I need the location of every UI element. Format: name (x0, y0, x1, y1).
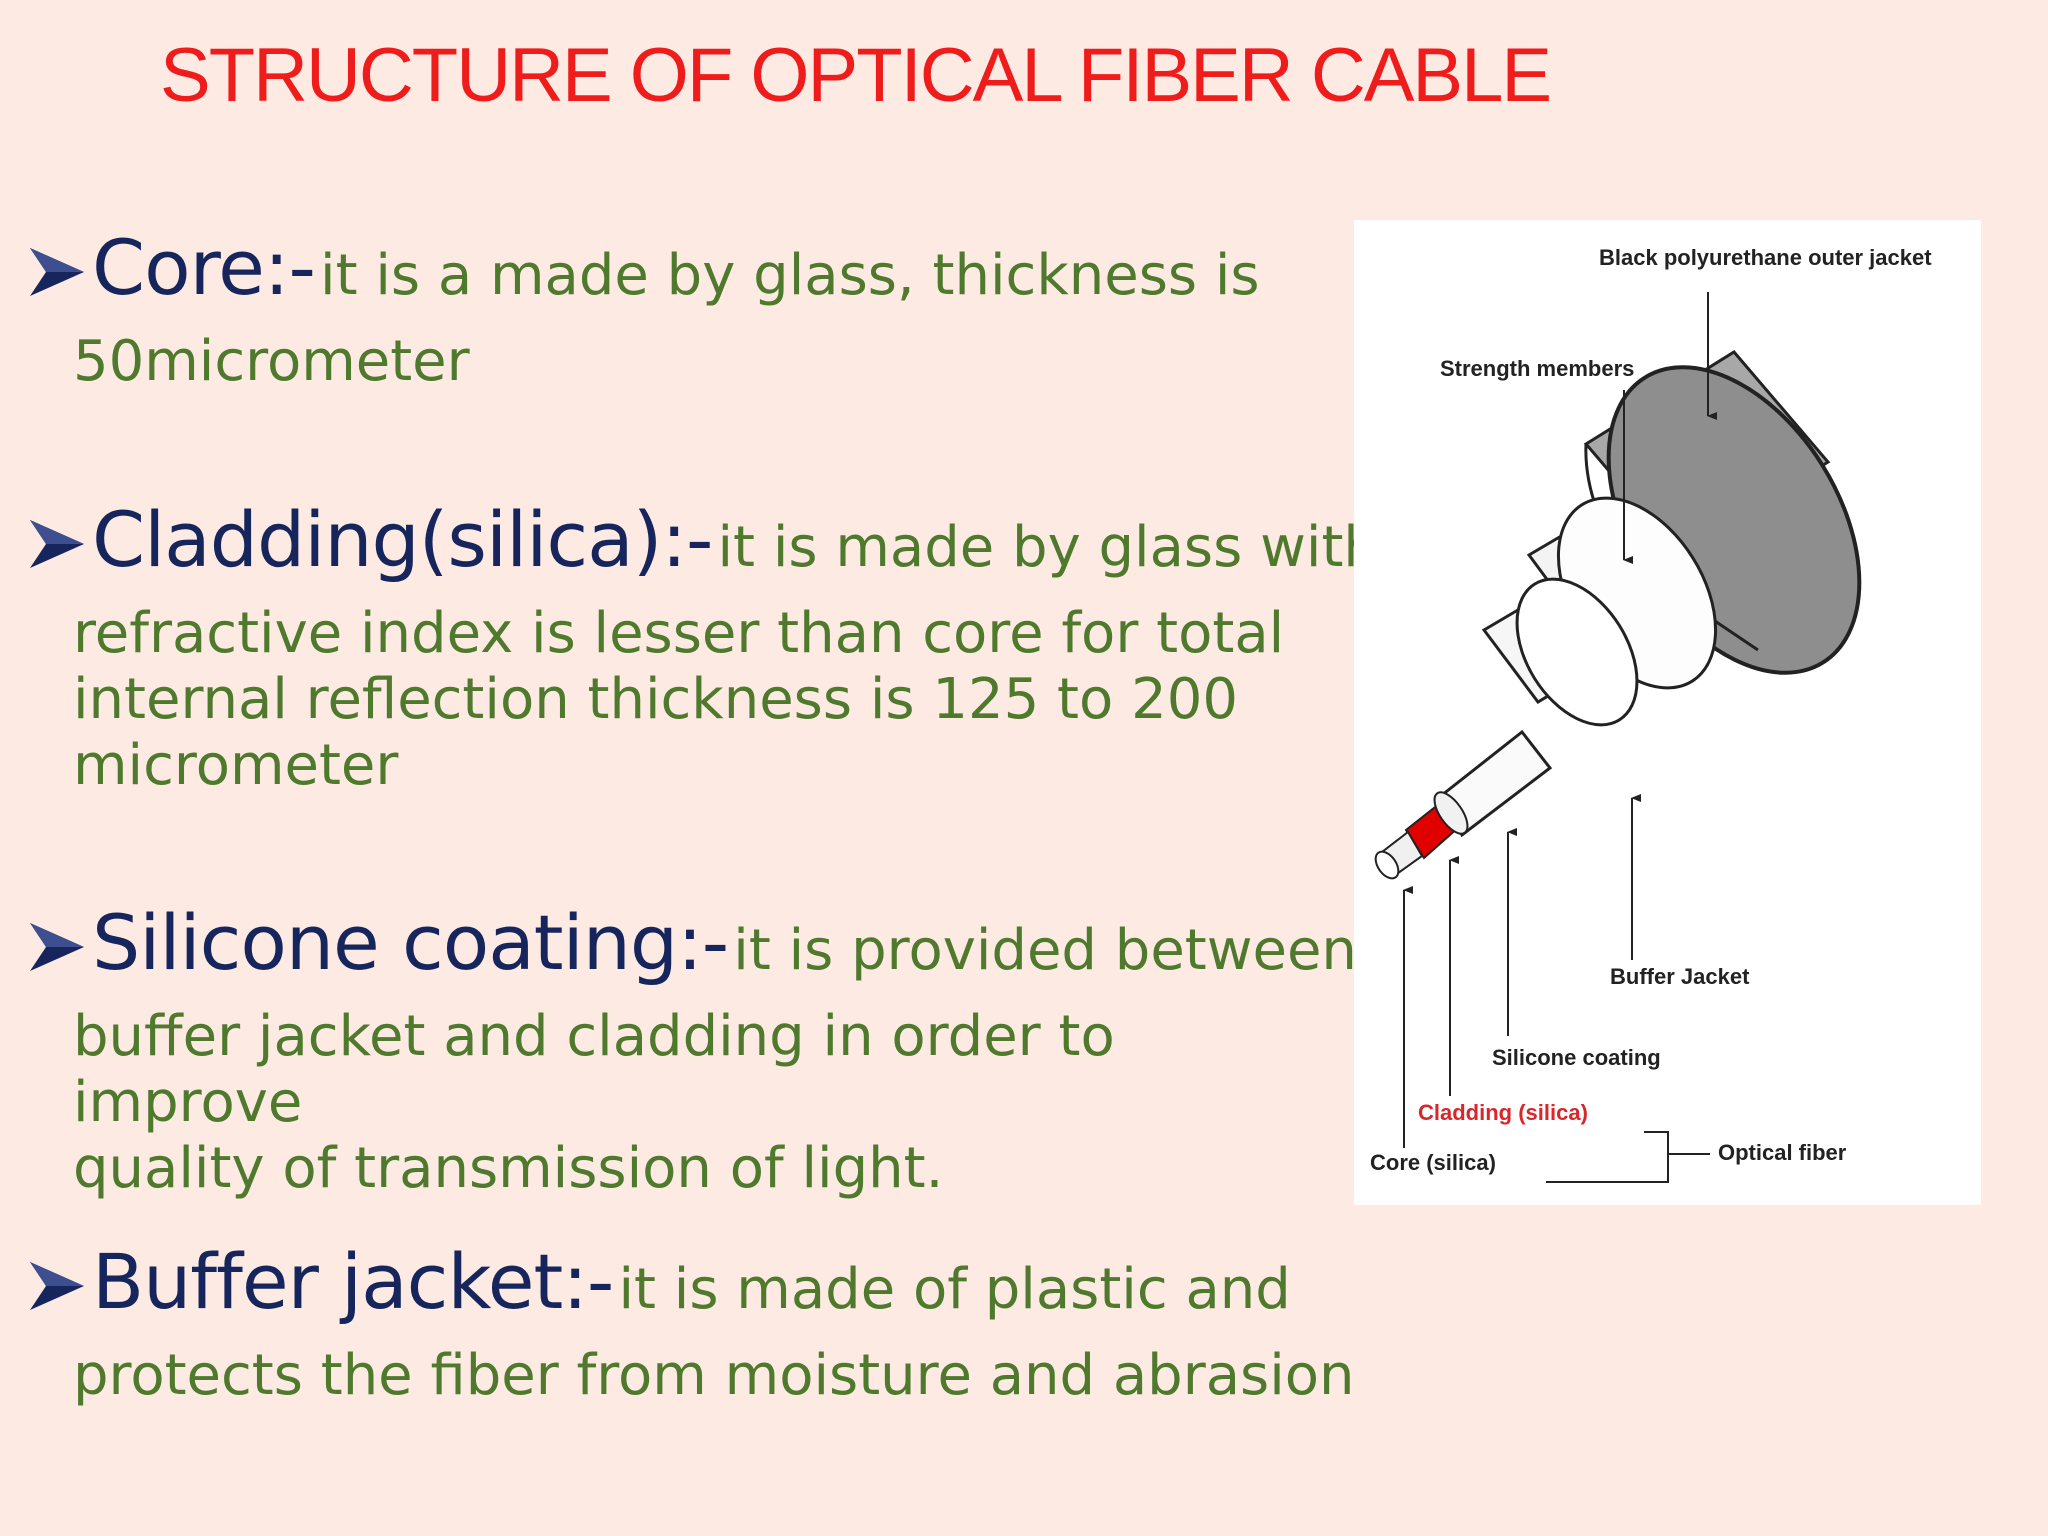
label-silicone-coating: Silicone coating (1492, 1045, 1661, 1070)
label-core: Core (silica) (1370, 1150, 1496, 1175)
bullet-desc-line: 50micrometer (73, 329, 470, 394)
bullet-silicone-coating: Silicone coating:- it is provided betwee… (28, 903, 1358, 1202)
label-cladding: Cladding (silica) (1418, 1100, 1588, 1125)
bullet-desc-line: quality of transmission of light. (73, 1136, 944, 1201)
bullet-arrow-icon (30, 248, 84, 296)
label-optical-fiber: Optical fiber (1718, 1140, 1847, 1165)
bullet-desc: it is provided between (733, 918, 1357, 983)
bullet-desc: it is a made by glass, thickness is (320, 243, 1260, 308)
bullet-buffer-jacket: Buffer jacket:- it is made of plastic an… (28, 1242, 1358, 1409)
label-outer-jacket: Black polyurethane outer jacket (1599, 245, 1932, 270)
bullet-term: Cladding(silica):- (92, 495, 713, 584)
bullet-desc-line: protects the fiber from moisture and abr… (73, 1343, 1355, 1408)
bullet-desc: it is made of plastic and (618, 1257, 1291, 1322)
bullet-term: Core:- (92, 223, 316, 312)
label-strength-members: Strength members (1440, 356, 1634, 381)
bullet-cladding: Cladding(silica):- it is made by glass w… (28, 500, 1379, 799)
bullet-term: Buffer jacket:- (92, 1237, 614, 1326)
bullet-arrow-icon (30, 520, 84, 568)
fiber-cable-illustration: Black polyurethane outer jacket Strength… (1370, 245, 1932, 1183)
leader-lines (1403, 292, 1717, 1183)
bullet-desc-line: internal reflection thickness is 125 to … (73, 667, 1238, 732)
label-buffer-jacket: Buffer Jacket (1610, 964, 1750, 989)
bullet-desc: it is made by glass with (717, 515, 1379, 580)
bullet-desc-line: buffer jacket and cladding in order to i… (73, 1004, 1115, 1135)
bullet-core: Core:- it is a made by glass, thickness … (28, 228, 1358, 395)
bullet-desc-line: refractive index is lesser than core for… (73, 601, 1285, 666)
fiber-cable-diagram: Black polyurethane outer jacket Strength… (1354, 220, 1981, 1205)
core-layer (1374, 830, 1424, 880)
bullet-arrow-icon (30, 1262, 84, 1310)
buffer-jacket-layer (1481, 577, 1639, 727)
bullet-arrow-icon (30, 923, 84, 971)
bullet-term: Silicone coating:- (92, 898, 729, 987)
bullet-desc-line: micrometer (73, 733, 399, 798)
slide-title: STRUCTURE OF OPTICAL FIBER CABLE (160, 33, 1552, 118)
